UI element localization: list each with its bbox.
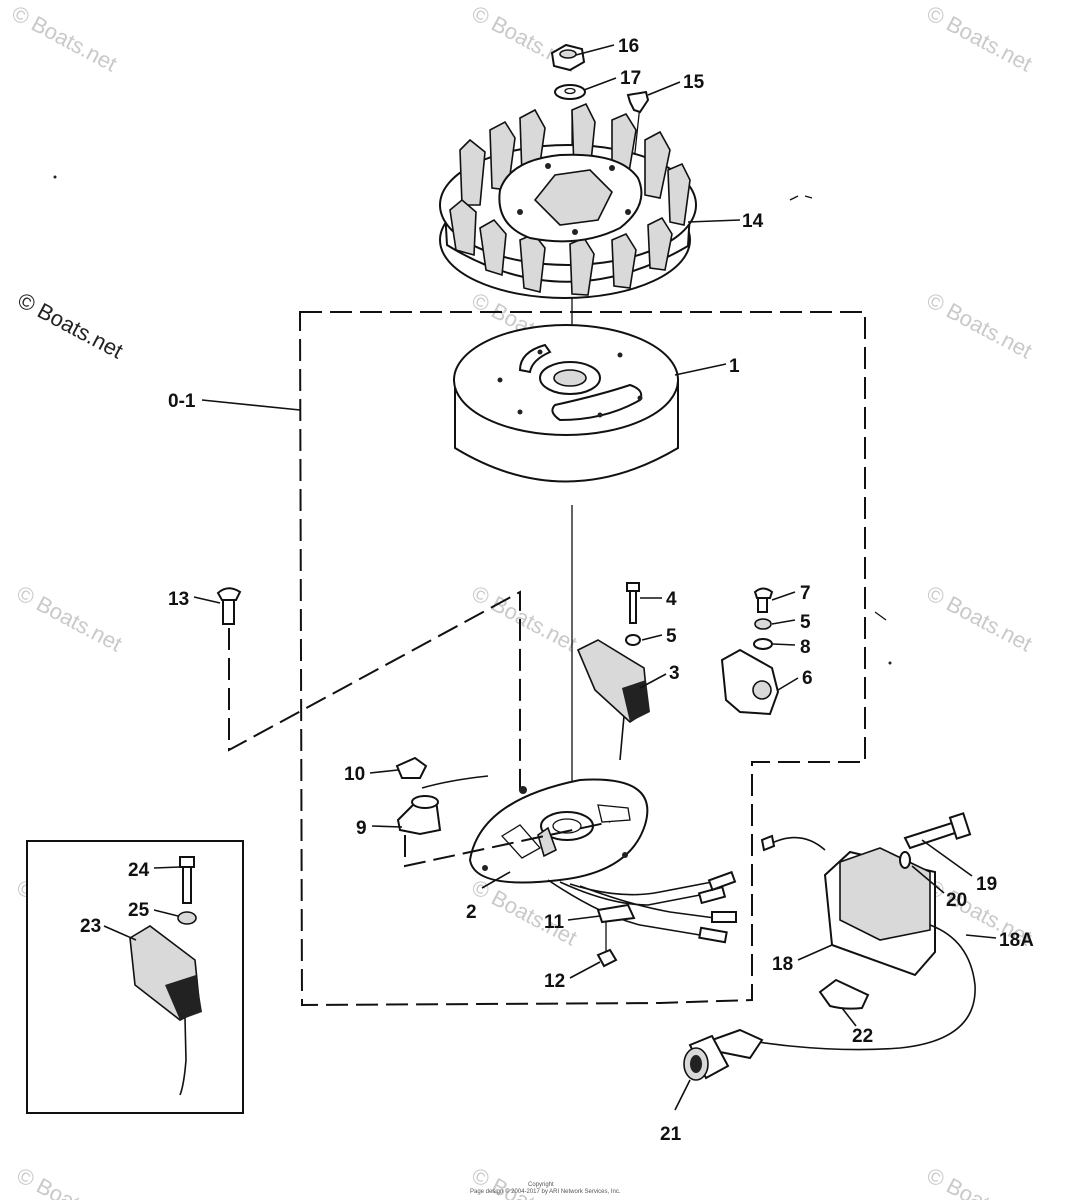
callout-20: 20: [946, 890, 967, 911]
footer-page-design: Page design © 2004-2017 by ARI Network S…: [470, 1188, 621, 1195]
callout-2: 2: [466, 902, 477, 923]
lead-18A: [744, 924, 976, 1051]
key-15: [626, 90, 650, 114]
clip-10: [395, 756, 428, 779]
flywheel-fan-14: [439, 102, 697, 299]
screw-12: [596, 948, 618, 968]
callout-19: 19: [976, 874, 997, 895]
coil-3: [576, 639, 650, 761]
speck: [874, 611, 887, 621]
ignition-coil-18: [760, 834, 936, 977]
nut-16: [550, 43, 586, 72]
watermark: © Boats.net: [13, 1162, 127, 1200]
screw-19: [903, 812, 972, 850]
speck: [888, 661, 892, 665]
coil-9: [396, 795, 442, 836]
clamp-11: [596, 903, 636, 924]
callout-18A: 18A: [999, 930, 1034, 951]
screw-13: [216, 587, 242, 625]
callout-22: 22: [852, 1026, 873, 1047]
watermark-dark: © Boats.net: [14, 287, 128, 363]
screw-7: [753, 587, 774, 613]
callout-10: 10: [344, 764, 365, 785]
stator-guide: [404, 821, 611, 868]
plug-boot-21: [683, 1028, 764, 1081]
washer-25: [177, 911, 197, 925]
screw-13-path: [228, 590, 521, 828]
callout-3: 3: [669, 663, 680, 684]
stator-plate-2: [468, 778, 649, 884]
bracket-6: [720, 648, 780, 716]
callout-17: 17: [620, 68, 641, 89]
callout-23: 23: [80, 916, 101, 937]
callout-0-1: 0-1: [168, 391, 196, 412]
callout-16: 16: [618, 36, 639, 57]
washer-20: [899, 851, 911, 869]
callout-7: 7: [800, 583, 811, 604]
callout-24: 24: [128, 860, 150, 881]
callout-5b: 5: [800, 612, 811, 633]
callout-6: 6: [802, 668, 813, 689]
callout-15: 15: [683, 72, 705, 93]
callout-21: 21: [660, 1124, 682, 1145]
footer-copyright: Copyright: [528, 1182, 554, 1188]
callout-11: 11: [544, 912, 565, 933]
watermark: © Boats.net: [13, 580, 127, 656]
callout-5a: 5: [666, 626, 677, 647]
callout-9: 9: [356, 818, 367, 839]
callout-labels: 16 17 15 14 1 0-1 13 4 5 3 7 5 8 6 10 9 …: [80, 36, 1034, 1145]
washer-5a: [625, 634, 641, 646]
watermark: © Boats.net: [923, 0, 1037, 76]
callout-8: 8: [800, 637, 811, 658]
watermark: © Boats.net: [8, 0, 122, 76]
clip-22: [818, 978, 870, 1010]
watermark: © Boats.net: [923, 580, 1037, 656]
watermark: © Boats.net: [468, 580, 582, 656]
coil-9-wire: [421, 775, 489, 789]
speck: [789, 195, 813, 201]
leader-lines: [103, 44, 997, 1111]
callout-14: 14: [742, 211, 764, 232]
callout-4: 4: [666, 589, 677, 610]
watermark: © Boats.net: [923, 287, 1037, 363]
callout-13: 13: [168, 589, 189, 610]
callout-1: 1: [729, 356, 740, 377]
washer-17: [554, 84, 586, 100]
watermark: © Boats.net: [923, 1162, 1037, 1200]
assembly-outline: [298, 311, 866, 1007]
flywheel-1: [453, 324, 679, 483]
washer-5b: [754, 618, 772, 630]
bolt-4: [626, 582, 640, 624]
bolt-24: [179, 856, 195, 904]
washer-8: [753, 638, 773, 650]
callout-18: 18: [772, 954, 793, 975]
callout-12: 12: [544, 971, 565, 992]
callout-25: 25: [128, 900, 150, 921]
speck: [53, 175, 57, 179]
coil-23: [129, 925, 202, 1096]
